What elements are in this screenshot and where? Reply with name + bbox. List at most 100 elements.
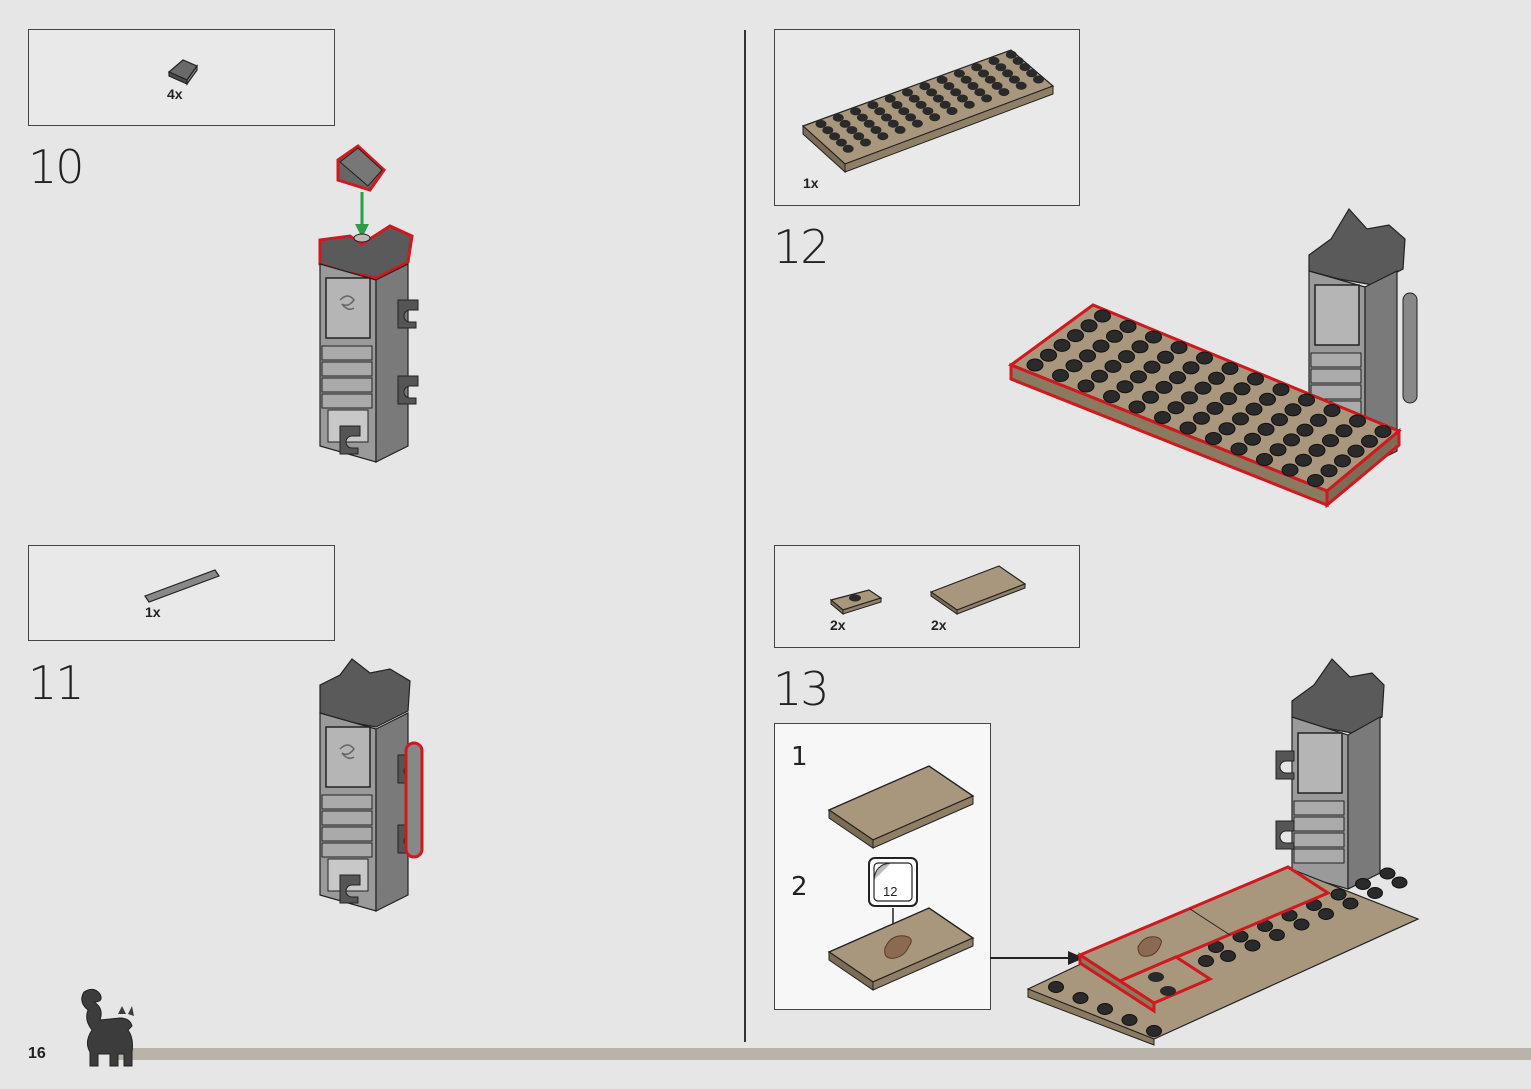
stud (998, 88, 1010, 97)
part-qty: 2x (931, 617, 947, 633)
subassembly-box-step-13: 1 2 12 (774, 723, 991, 1010)
stud (1244, 432, 1261, 446)
stud (1118, 350, 1135, 364)
stud (1318, 908, 1334, 920)
stud (1308, 443, 1326, 457)
stud (839, 119, 851, 128)
stud (1205, 432, 1222, 445)
stud (1094, 309, 1111, 323)
stud (957, 94, 968, 103)
stud (1072, 992, 1089, 1004)
step-number-11: 11 (28, 656, 85, 710)
stud (1040, 348, 1057, 362)
parts-box-step-12: 1x (774, 29, 1080, 206)
part-qty: 2x (830, 617, 846, 633)
stud (874, 107, 886, 116)
stud (1220, 392, 1237, 406)
stud (1026, 358, 1044, 372)
stud (946, 107, 958, 115)
stud (877, 132, 889, 141)
stud (967, 82, 979, 90)
stud (1221, 362, 1239, 375)
cat-icon (81, 988, 134, 1067)
stud (936, 75, 948, 84)
stud (1179, 421, 1197, 435)
substep-number-2: 2 (791, 872, 808, 902)
stud (1196, 351, 1213, 365)
stud (1245, 402, 1263, 416)
stud (1218, 422, 1236, 436)
stud (1193, 411, 1210, 425)
stud (1080, 319, 1098, 333)
step-number-10: 10 (28, 140, 85, 194)
stud (950, 88, 962, 97)
stud (1244, 939, 1261, 952)
page-number: 16 (28, 1045, 46, 1062)
stud (974, 88, 986, 97)
stud (1323, 404, 1341, 417)
stud (1142, 390, 1159, 404)
stud (1169, 371, 1186, 385)
stud (842, 144, 854, 153)
stud (1269, 443, 1287, 457)
stud (815, 120, 827, 128)
parts-box-step-13: 2x 2x (774, 545, 1080, 648)
stud (971, 63, 983, 72)
stud (1067, 329, 1084, 343)
stud (1271, 413, 1288, 427)
stud (1391, 876, 1408, 889)
stud (870, 126, 882, 134)
stud (1220, 950, 1236, 962)
stud (1104, 359, 1122, 373)
pillar-model-step-11 (319, 658, 424, 912)
stud (1048, 981, 1064, 993)
stud (1367, 887, 1383, 899)
stud (1033, 75, 1044, 84)
gray-bar-icon (144, 569, 220, 603)
stud (1259, 392, 1276, 406)
stud (1181, 391, 1198, 405)
stud (939, 100, 951, 109)
stud (908, 94, 920, 103)
stud (1119, 320, 1137, 333)
stud (1065, 359, 1083, 373)
stud (1092, 339, 1110, 353)
stud (1335, 424, 1353, 438)
stud (1053, 338, 1071, 352)
stud (1355, 878, 1371, 890)
stud (1232, 412, 1249, 426)
footer-progress-bar (118, 1048, 1531, 1060)
stud (1106, 329, 1123, 343)
stud (932, 94, 944, 103)
stud (1121, 1014, 1138, 1026)
stud (1284, 403, 1302, 417)
stud (1295, 453, 1312, 467)
stud (905, 113, 917, 122)
stud (1026, 69, 1038, 78)
stud (1208, 371, 1225, 385)
stud (1334, 454, 1351, 468)
tan-tile-icon (929, 565, 1027, 615)
stud (953, 69, 965, 78)
stud (1012, 56, 1024, 65)
stud (978, 69, 989, 78)
stud (894, 125, 906, 134)
substep-number-1: 1 (791, 742, 808, 772)
stud (829, 132, 841, 141)
placement-arrow (990, 951, 1084, 965)
stud (1322, 434, 1339, 448)
stud (1116, 380, 1134, 394)
stud (1130, 370, 1147, 384)
stud (1206, 401, 1224, 415)
stud (1015, 81, 1027, 90)
stud (863, 119, 875, 128)
stud (835, 138, 847, 147)
stud (1008, 75, 1020, 84)
stud (1103, 390, 1120, 403)
stud (1298, 393, 1315, 407)
stud (988, 57, 1000, 65)
stud (1145, 330, 1162, 344)
stud (1361, 434, 1378, 448)
stud (1154, 411, 1171, 424)
stud (860, 138, 871, 147)
